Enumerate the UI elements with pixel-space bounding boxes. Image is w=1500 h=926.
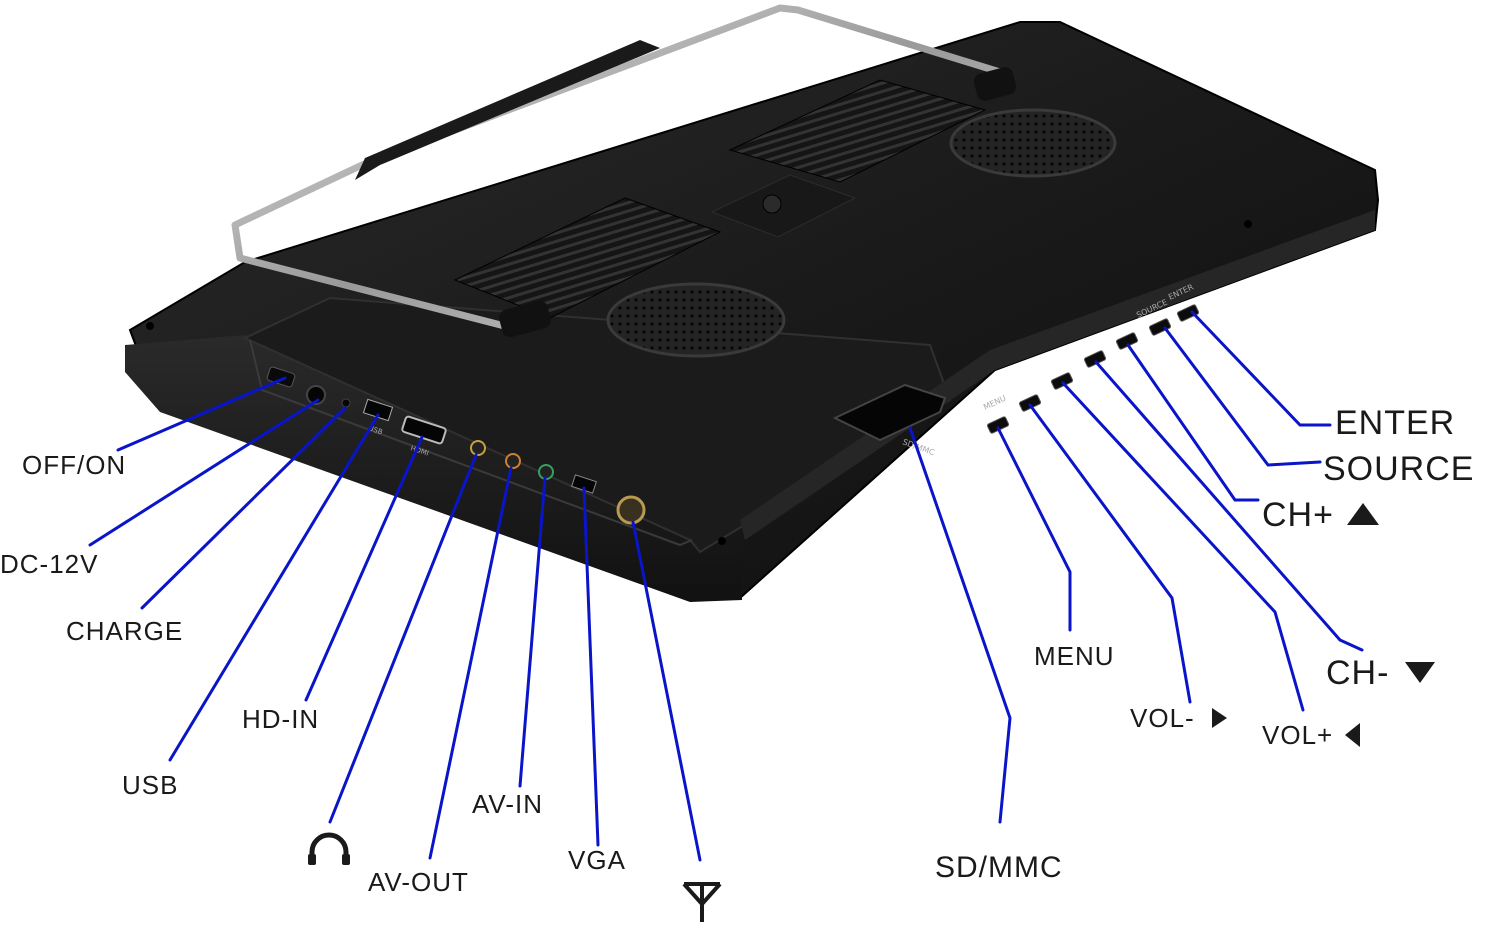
charge-led [341, 398, 351, 408]
leader-av-out [428, 466, 513, 860]
vent-right [728, 79, 987, 183]
dc-jack [306, 385, 326, 405]
leader-vol-minus [1028, 403, 1192, 704]
leader-av-in [518, 476, 547, 788]
leader-vga [582, 486, 600, 847]
vent-left [453, 197, 722, 319]
triangle-down-icon [1404, 662, 1435, 683]
leader-ch-minus [1094, 360, 1364, 652]
leader-off-on [116, 376, 287, 452]
label-av-in: AV-IN [472, 789, 543, 819]
label-av-out: AV-OUT [368, 867, 469, 897]
leader-usb [168, 413, 380, 762]
label-vol-plus: VOL+ [1262, 720, 1334, 750]
leader-sd-mmc [908, 426, 1012, 824]
leader-lines [88, 310, 1364, 862]
leader-menu [996, 426, 1072, 632]
label-charge: CHARGE [66, 616, 184, 646]
triangle-up-icon [1347, 503, 1380, 525]
triangle-right-icon [1211, 708, 1227, 728]
card-slot [832, 383, 947, 442]
label-ch-minus-group: CH- [1326, 656, 1436, 690]
label-sd-mmc: SD/MMC [935, 851, 1063, 884]
leader-dc-12v [88, 398, 320, 547]
speaker-left [606, 282, 786, 358]
label-vol-minus-group: VOL- [1130, 705, 1229, 731]
label-menu: MENU [1034, 641, 1115, 671]
headphone-jack [470, 440, 486, 456]
port-row: MENU SOURCE ENTER SD/MMC USB HDMI [266, 282, 1200, 525]
center-screw [762, 194, 782, 214]
leader-ch-plus [1126, 343, 1260, 502]
side-buttons [986, 304, 1200, 434]
headphone-icon [308, 832, 350, 865]
center-plate [710, 174, 857, 238]
label-dc-12v: DC-12V [0, 549, 99, 579]
label-vol-plus-group: VOL+ [1262, 722, 1363, 748]
leader-antenna [631, 520, 702, 862]
antenna-icon [682, 882, 722, 922]
antenna-connector [616, 495, 646, 525]
leader-headphone [328, 453, 478, 824]
label-ch-plus: CH+ [1262, 496, 1334, 534]
leader-hd-in [304, 435, 424, 702]
label-off-on: OFF/ON [22, 450, 127, 480]
speaker-right [949, 108, 1117, 178]
label-hd-in: HD-IN [242, 704, 320, 734]
label-usb: USB [122, 770, 179, 800]
label-ch-plus-group: CH+ [1262, 498, 1380, 532]
label-vga: VGA [568, 845, 626, 875]
leader-vol-plus [1061, 381, 1305, 712]
leader-charge [140, 406, 347, 610]
device-label-menu: MENU [982, 394, 1008, 412]
carry-handle [231, 4, 1017, 338]
leader-source [1163, 326, 1322, 467]
leader-enter [1190, 310, 1332, 427]
av-out-jack [505, 453, 521, 469]
label-enter: ENTER [1335, 404, 1456, 442]
label-ch-minus: CH- [1326, 654, 1390, 692]
label-source: SOURCE [1323, 450, 1475, 488]
triangle-left-icon [1345, 723, 1361, 747]
vga-port [571, 474, 597, 494]
label-vol-minus: VOL- [1130, 703, 1195, 733]
